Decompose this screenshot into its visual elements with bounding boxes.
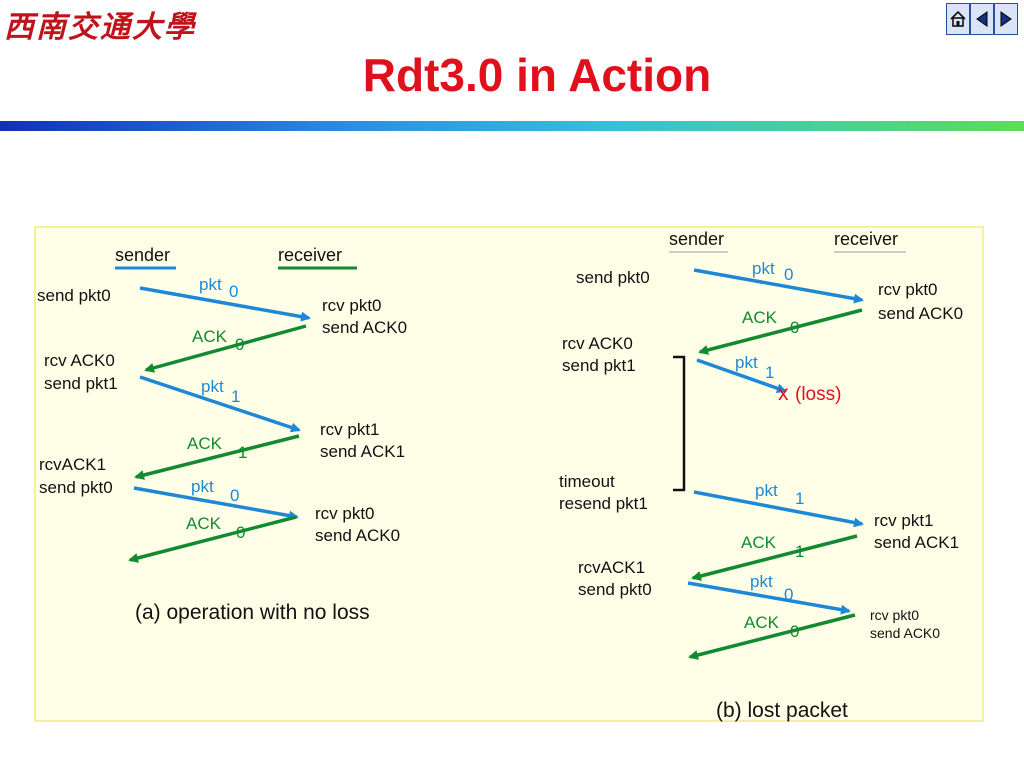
a-ack0-label: ACK [192, 327, 228, 346]
b-send-ack0-2: send ACK0 [870, 625, 940, 641]
a-pkt0-num: 0 [229, 282, 238, 301]
a-pkt1-num: 1 [231, 387, 240, 406]
b-loss-label: (loss) [795, 384, 841, 405]
a-rcv-ack0: rcv ACK0 [44, 351, 115, 370]
b-resend-pkt1: resend pkt1 [559, 494, 648, 513]
a-ack0-arrow [144, 324, 307, 373]
b-caption: (b) lost packet [716, 699, 848, 722]
a-ack1-num: 1 [238, 443, 247, 462]
b-ack0-2-label: ACK [744, 613, 780, 632]
a-send-pkt0-2: send pkt0 [39, 478, 113, 497]
b-send-ack0: send ACK0 [878, 304, 963, 323]
back-button[interactable] [970, 3, 994, 35]
a-ack1-arrow [134, 434, 300, 480]
a-send-pkt0: send pkt0 [37, 286, 111, 305]
b-rcv-pkt0-2: rcv pkt0 [870, 607, 919, 623]
a-sender-label: sender [115, 245, 170, 265]
a-ack0-2-num: 0 [236, 523, 245, 542]
forward-arrow-icon [1000, 11, 1012, 27]
diagram-panel [34, 226, 984, 722]
b-pkt0-num: 0 [784, 265, 793, 284]
home-button[interactable] [946, 3, 970, 35]
a-send-ack0-2: send ACK0 [315, 526, 400, 545]
a-pkt0-arrow [139, 286, 311, 322]
university-logo: 西南交通大學 [4, 10, 196, 45]
b-ack0-2-num: 0 [790, 622, 799, 641]
b-pkt0-arrow [693, 268, 864, 304]
b-send-pkt1: send pkt1 [562, 356, 636, 375]
b-ack1-label: ACK [741, 533, 777, 552]
b-ack0-label: ACK [742, 308, 778, 327]
b-ack0-arrow [698, 308, 863, 355]
diagram-a: sender receiver send pkt0 rcv ACK0 send … [37, 245, 407, 624]
a-pkt1-arrow [139, 375, 301, 433]
b-send-ack1: send ACK1 [874, 533, 959, 552]
a-rcv-pkt0: rcv pkt0 [322, 296, 382, 315]
b-receiver-label: receiver [834, 229, 898, 249]
b-ack0-num: 0 [790, 318, 799, 337]
a-ack0-2-label: ACK [186, 514, 222, 533]
b-pkt1-num: 1 [765, 363, 774, 382]
navigation-bar [946, 3, 1018, 35]
gradient-divider [0, 121, 1024, 131]
b-rcv-pkt1: rcv pkt1 [874, 511, 934, 530]
b-send-pkt0: send pkt0 [576, 268, 650, 287]
b-timeout-bracket [673, 355, 686, 492]
slide-title: Rdt3.0 in Action [362, 49, 712, 101]
a-rcvack1: rcvACK1 [39, 455, 106, 474]
a-rcv-pkt1: rcv pkt1 [320, 420, 380, 439]
b-pkt0-2-label: pkt [750, 572, 773, 591]
b-rcvack1: rcvACK1 [578, 558, 645, 577]
a-rcv-pkt0-2: rcv pkt0 [315, 504, 375, 523]
a-send-ack1: send ACK1 [320, 442, 405, 461]
a-send-pkt1: send pkt1 [44, 374, 118, 393]
b-pkt0-2-num: 0 [784, 585, 793, 604]
b-loss-x: x [778, 382, 789, 405]
b-pkt1-resend-num: 1 [795, 489, 804, 508]
b-pkt0-2-arrow [687, 581, 851, 615]
b-send-pkt0-2: send pkt0 [578, 580, 652, 599]
forward-button[interactable] [994, 3, 1018, 35]
b-pkt0-label: pkt [752, 259, 775, 278]
b-rcv-pkt0: rcv pkt0 [878, 280, 938, 299]
a-send-ack0: send ACK0 [322, 318, 407, 337]
b-sender-label: sender [669, 229, 724, 249]
a-ack1-label: ACK [187, 434, 223, 453]
a-pkt0-label: pkt [199, 275, 222, 294]
a-ack0-num: 0 [235, 335, 244, 354]
a-caption: (a) operation with no loss [135, 601, 370, 624]
home-icon [950, 10, 966, 27]
b-pkt1-lost-arrow [696, 358, 787, 394]
b-timeout: timeout [559, 472, 615, 491]
b-pkt1-resend-label: pkt [755, 481, 778, 500]
back-arrow-icon [976, 11, 988, 27]
a-receiver-label: receiver [278, 245, 342, 265]
b-pkt1-resend-arrow [693, 490, 864, 528]
diagram-b: sender receiver send pkt0 rcv ACK0 send … [559, 229, 963, 722]
a-pkt0-2-arrow [133, 486, 299, 521]
b-rcv-ack0: rcv ACK0 [562, 334, 633, 353]
a-pkt1-label: pkt [201, 377, 224, 396]
b-ack1-arrow [691, 534, 858, 581]
b-pkt1-label: pkt [735, 353, 758, 372]
a-pkt0-2-num: 0 [230, 486, 239, 505]
b-ack1-num: 1 [795, 542, 804, 561]
a-pkt0-2-label: pkt [191, 477, 214, 496]
b-ack0-2-arrow [688, 613, 856, 660]
a-ack0-2-arrow [128, 515, 297, 563]
